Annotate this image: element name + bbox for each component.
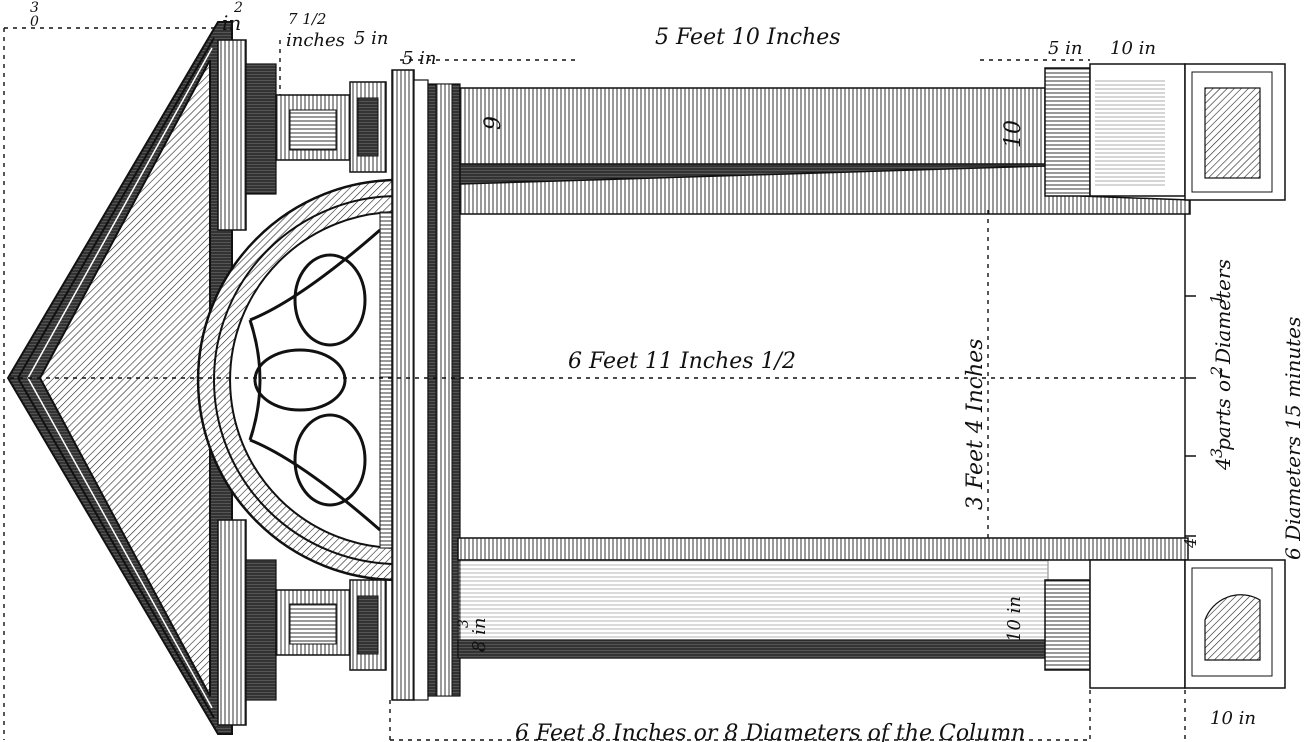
label-num-9: 9 [481,116,506,130]
dimension-labels: 3 0 2 in 7 1/2 inches 5 in 5 in 5 Feet 1… [30,0,1305,742]
scale-line [1184,214,1196,538]
label-five-in-b: 5 in [402,48,437,69]
label-inches: inches [286,30,345,51]
label-frac-three: 3 [456,619,472,628]
label-three-feet-four: 3 Feet 4 Inches [963,338,988,510]
label-top-left-fraction: 3 [30,0,39,16]
label-bottom-caption: 6 Feet 8 Inches or 8 Diameters of the Co… [515,721,1025,742]
label-ten-in-col: 10 in [1004,596,1025,642]
label-top-in: in [222,11,241,35]
label-seven-half: 7 1/2 [288,10,326,28]
label-ten-in-bottom-right: 10 in [1210,708,1256,729]
label-six-diameters: 6 Diameters 15 minutes [1281,317,1305,560]
label-six-feet-eleven: 6 Feet 11 Inches 1/2 [568,349,796,374]
label-scale-2: 2 [1207,366,1226,377]
label-ten-in-top-right: 10 in [1110,38,1156,59]
architrave-frame [391,69,461,701]
label-five-in-right: 5 in [1048,38,1083,59]
console-bracket-top [275,81,387,173]
label-top-left-value: 0 [30,14,39,30]
label-scale-1: 1 [1207,294,1226,304]
label-scale-4: 4 [1181,538,1200,549]
label-top-in-fraction: 2 [233,0,243,16]
dimension-lines [3,27,1186,741]
column-top [459,63,1286,215]
label-five-feet-ten: 5 Feet 10 Inches [655,25,841,50]
label-num-10: 10 [1001,120,1026,148]
label-four-parts: 4 parts or Diameters [1211,259,1235,471]
label-eight-in: 8 in [469,617,490,652]
console-bracket-bottom [275,579,387,671]
column-bottom [457,537,1286,689]
label-scale-3: 3 [1207,448,1226,458]
label-five-in-a: 5 in [354,28,389,49]
